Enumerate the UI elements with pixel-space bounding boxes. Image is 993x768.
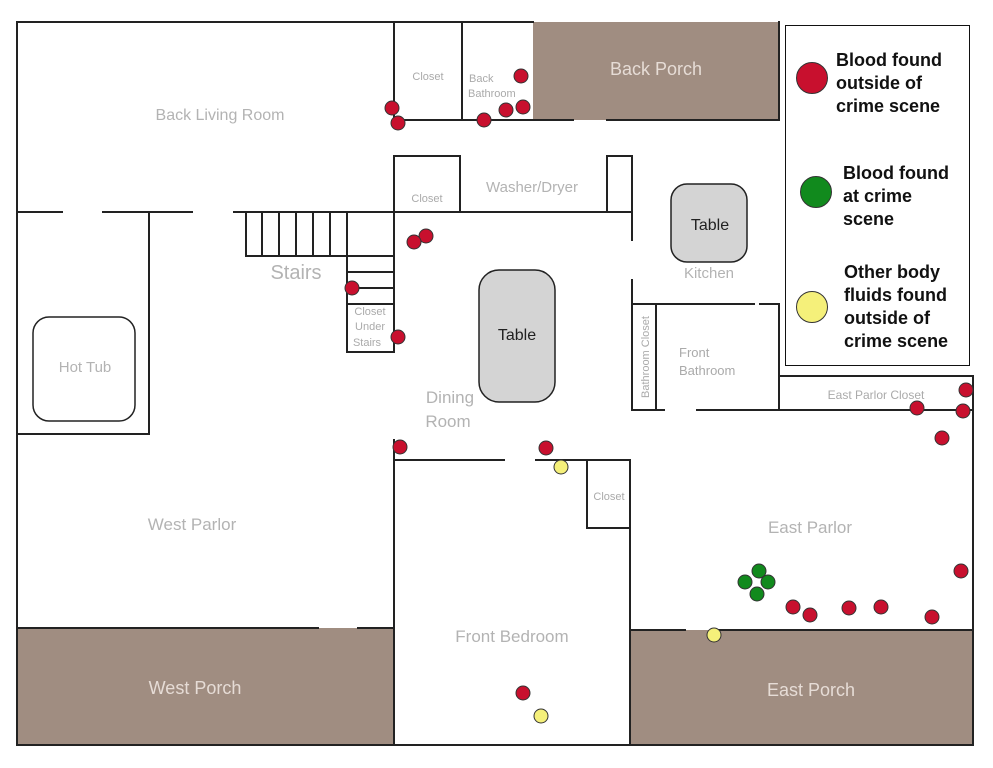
legend-label-blood-scene: Blood found at crime scene xyxy=(843,163,949,229)
blood-outside-marker xyxy=(873,599,889,615)
blood-scene-marker xyxy=(737,574,753,590)
blood-outside-marker xyxy=(841,600,857,616)
blood-outside-marker xyxy=(515,99,531,115)
blood-scene-marker xyxy=(751,563,767,579)
blood-outside-marker xyxy=(498,102,514,118)
blood-outside-marker xyxy=(924,609,940,625)
label-back-living-room: Back Living Room xyxy=(156,107,285,124)
label-kitchen-table: Table xyxy=(691,217,729,234)
other-fluids-marker xyxy=(553,459,569,475)
label-back-bathroom-2: Bathroom xyxy=(468,88,516,100)
label-dining-room-1: Dining xyxy=(426,388,474,407)
kitchen-table xyxy=(670,183,748,263)
blood-outside-marker xyxy=(384,100,400,116)
legend-swatch-blood-outside xyxy=(796,62,828,94)
label-back-bathroom-1: Back xyxy=(469,73,494,85)
label-east-porch: East Porch xyxy=(767,680,855,700)
legend-swatch-blood-scene xyxy=(800,176,832,208)
blood-outside-marker xyxy=(390,115,406,131)
blood-outside-marker xyxy=(513,68,529,84)
label-closet-under-stairs-1: Closet xyxy=(354,306,385,318)
label-closet-under-stairs-3: Stairs xyxy=(353,337,382,349)
legend-swatch-other-fluids xyxy=(796,291,828,323)
blood-outside-marker xyxy=(390,329,406,345)
back-porch xyxy=(533,22,779,120)
label-back-porch: Back Porch xyxy=(610,59,702,79)
label-bathroom-closet: Bathroom Closet xyxy=(640,316,652,398)
label-dining-room-2: Room xyxy=(425,412,470,431)
label-dining-table: Table xyxy=(498,327,536,344)
west-porch xyxy=(17,628,394,745)
label-west-parlor: West Parlor xyxy=(148,515,237,534)
label-east-parlor: East Parlor xyxy=(768,518,852,537)
blood-outside-marker xyxy=(785,599,801,615)
label-front-bathroom-1: Front xyxy=(679,345,710,360)
blood-outside-marker xyxy=(392,439,408,455)
east-porch xyxy=(630,630,973,745)
hot-tub xyxy=(32,316,136,422)
other-fluids-marker xyxy=(706,627,722,643)
blood-outside-marker xyxy=(538,440,554,456)
label-closet-under-stairs-2: Under xyxy=(355,321,385,333)
label-closet-front: Closet xyxy=(593,491,624,503)
legend-label-other-fluids: Other body fluids found outside of crime… xyxy=(844,262,949,351)
blood-scene-marker xyxy=(760,574,776,590)
label-east-parlor-closet: East Parlor Closet xyxy=(828,388,925,402)
evidence-markers xyxy=(344,68,974,724)
label-front-bathroom-2: Bathroom xyxy=(679,363,735,378)
blood-scene-marker xyxy=(749,586,765,602)
dining-table xyxy=(478,269,556,403)
label-west-porch: West Porch xyxy=(149,678,242,698)
label-stairs: Stairs xyxy=(270,262,321,284)
walls xyxy=(16,21,974,746)
label-washer-dryer: Washer/Dryer xyxy=(486,179,578,196)
label-closet-washer: Closet xyxy=(411,193,442,205)
label-hot-tub: Hot Tub xyxy=(59,359,112,376)
blood-outside-marker xyxy=(476,112,492,128)
label-closet-top: Closet xyxy=(412,71,443,83)
blood-outside-marker xyxy=(934,430,950,446)
blood-outside-marker xyxy=(909,400,925,416)
blood-outside-marker xyxy=(802,607,818,623)
blood-outside-marker xyxy=(418,228,434,244)
legend-label-blood-outside: Blood found outside of crime scene xyxy=(836,50,942,116)
blood-outside-marker xyxy=(953,563,969,579)
other-fluids-marker xyxy=(533,708,549,724)
blood-outside-marker xyxy=(515,685,531,701)
label-front-bedroom: Front Bedroom xyxy=(455,627,568,646)
legend: Blood found outside of crime scene Blood… xyxy=(785,25,970,366)
blood-outside-marker xyxy=(958,382,974,398)
label-kitchen: Kitchen xyxy=(684,265,734,282)
blood-outside-marker xyxy=(955,403,971,419)
blood-outside-marker xyxy=(344,280,360,296)
blood-outside-marker xyxy=(406,234,422,250)
